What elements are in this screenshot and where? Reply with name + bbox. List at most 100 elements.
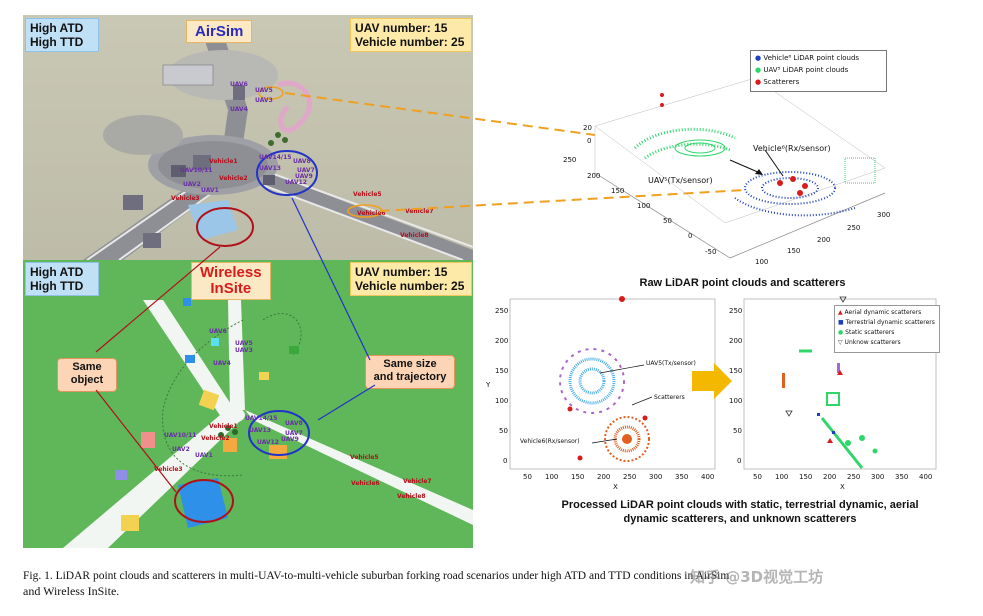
raw-right-tick-300: 300 [877,211,891,219]
wireless-label-vehicle3: Vehicle3 [154,466,183,473]
proc-legend-unknown-label: Unknow scatterers [844,339,901,346]
raw-left-tick-100: 100 [637,202,651,210]
airsim-render [23,15,473,260]
airsim-label-uav6: UAV6 [230,81,248,88]
proc-left-x-150: 150 [571,473,585,481]
watermark: 知乎 @3D视觉工坊 [690,568,824,586]
processed-panel: 250 200 150 100 50 0 50 100 150 200 250 … [482,293,942,493]
proc-left-ann-uav: UAV5(Tx/sensor) [646,360,696,367]
airsim-atd-text: High ATD [30,21,84,35]
proc-right-y-100: 100 [729,397,743,405]
raw-annotation-rx: Vehicle⁶(Rx/sensor) [753,144,831,153]
wireless-object-highlight [174,479,234,523]
figure-caption-line1: Fig. 1. LiDAR point clouds and scatterer… [23,570,730,582]
raw-legend-scatter: ● Scatterers [755,78,799,86]
same-size-callout: Same size and trajectory [365,355,455,389]
raw-annotation-tx: UAV⁵(Tx/sensor) [648,176,713,185]
proc-right-xlabel: X [840,483,845,491]
airsim-label-uav1011: UAV10/11 [180,167,213,174]
raw-right-tick-250: 250 [847,224,861,232]
proc-right-y-200: 200 [729,337,743,345]
airsim-uav5-highlight [258,86,284,100]
proc-legend-terrestrial-label: Terrestrial dynamic scatterers [845,319,935,326]
wireless-title-line2: InSite [210,280,252,297]
airsim-label-vehicle6: Vehicle6 [357,210,386,217]
proc-right-legend: ▲ Aerial dynamic scatterers ■ Terrestria… [834,305,940,353]
processed-caption-line1: Processed LiDAR point clouds with static… [561,499,919,511]
proc-right-x-200: 200 [823,473,837,481]
proc-left-y-150: 150 [495,367,509,375]
proc-left-y-200: 200 [495,337,509,345]
raw-legend-vehicle: ● Vehicle⁶ LiDAR point clouds [755,54,859,62]
airsim-atd: High ATD High TTD [25,18,99,52]
wireless-label-vehicle2: Vehicle2 [201,435,230,442]
processed-plots [509,296,937,470]
raw-legend-uav-dot: ● [755,66,762,74]
wireless-label-uav6: UAV6 [209,328,227,335]
airsim-label-uav4: UAV4 [230,106,248,113]
same-size-line1: Same size [383,358,437,370]
wireless-label-uav13: UAV13 [249,427,271,434]
wireless-vehicle-number: Vehicle number: 25 [355,279,465,293]
wireless-label-uav1: UAV1 [195,452,213,459]
proc-legend-aerial-label: Aerial dynamic scatterers [844,309,922,316]
airsim-uav-highlight [256,150,318,196]
wireless-label-uav1011: UAV10/11 [164,432,197,439]
raw-legend: ● Vehicle⁶ LiDAR point clouds ● UAV⁵ LiD… [750,50,887,92]
proc-legend-terrestrial: ■ Terrestrial dynamic scatterers [838,319,935,326]
figure-caption: Fig. 1. LiDAR point clouds and scatterer… [23,569,973,599]
airsim-label-uav8: UAV8 [293,158,311,165]
raw-legend-scatter-label: Scatterers [763,78,800,86]
proc-legend-aerial-sym: ▲ [838,309,843,316]
proc-left-ylabel: Y [486,381,491,389]
proc-legend-terrestrial-sym: ■ [838,319,844,326]
proc-legend-aerial: ▲ Aerial dynamic scatterers [838,309,921,316]
raw-legend-scatter-dot: ● [755,78,762,86]
proc-left-y-0: 0 [503,457,508,465]
raw-z-tick-0: 0 [587,137,592,145]
raw-legend-uav-label: UAV⁵ LiDAR point clouds [763,66,849,74]
wireless-label-uav5: UAV5 [235,340,253,347]
wireless-scene: Wireless InSite High ATD High TTD UAV nu… [23,260,473,548]
raw-legend-vehicle-label: Vehicle⁶ LiDAR point clouds [763,54,860,62]
wireless-ttd-text: High TTD [30,279,84,293]
airsim-title: AirSim [186,20,253,43]
wireless-label-uav8: UAV8 [285,420,303,427]
raw-left-tick-50: 50 [663,217,672,225]
proc-right-y-0: 0 [737,457,742,465]
raw-lidar-panel: 20 0 250 200 150 100 50 0 -50 300 250 20… [555,48,935,270]
airsim-ttd-text: High TTD [30,35,84,49]
proc-right-y-150: 150 [729,367,743,375]
airsim-object-highlight [196,207,254,247]
raw-left-tick-150: 150 [611,187,625,195]
airsim-uav-number: UAV number: 15 [355,21,448,35]
raw-legend-uav: ● UAV⁵ LiDAR point clouds [755,66,848,74]
same-size-line2: and trajectory [373,371,447,383]
airsim-label-uav9: UAV9 [295,173,313,180]
raw-left-tick-0: 0 [688,232,693,240]
airsim-label-uav1415: UAV14/15 [259,154,292,161]
proc-left-ann-vehicle: Vehicle6(Rx/sensor) [520,438,580,445]
raw-left-tick-250: 250 [563,156,577,164]
airsim-label-uav1: UAV1 [201,187,219,194]
wireless-label-uav9: UAV9 [281,436,299,443]
proc-legend-static-sym: ● [838,329,844,336]
proc-left-y-50: 50 [499,427,508,435]
airsim-label-vehicle3: Vehicle3 [171,195,200,202]
airsim-numbers: UAV number: 15 Vehicle number: 25 [350,18,472,52]
proc-left-x-300: 300 [649,473,663,481]
proc-left-ann-scatterers: Scatterers [654,394,685,401]
wireless-label-vehicle8: Vehicle8 [397,493,426,500]
proc-left-xlabel: X [613,483,618,491]
proc-left-x-200: 200 [597,473,611,481]
airsim-label-uav5: UAV5 [255,87,273,94]
proc-left-x-250: 250 [623,473,637,481]
proc-legend-static: ● Static scatterers [838,329,894,336]
raw-right-tick-200: 200 [817,236,831,244]
proc-right-x-50: 50 [753,473,762,481]
wireless-label-uav1415: UAV14/15 [245,415,278,422]
proc-legend-unknown-sym: ▽ [838,339,843,346]
airsim-label-uav13: UAV13 [259,165,281,172]
wireless-uav-highlight [248,410,310,456]
